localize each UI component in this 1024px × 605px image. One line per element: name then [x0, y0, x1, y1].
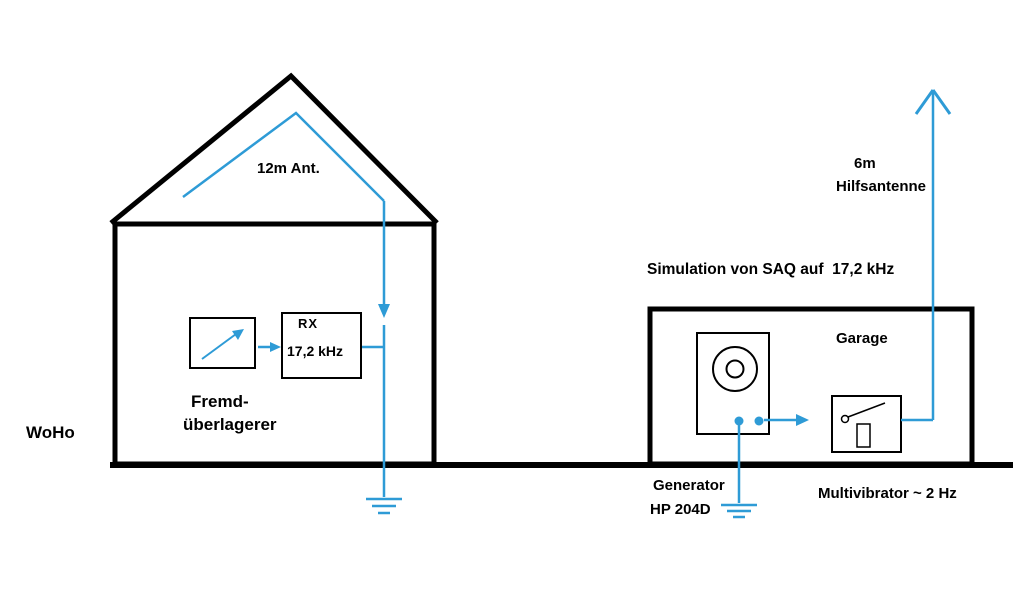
fremd-label-line2: überlagerer — [183, 415, 277, 434]
rx-box — [281, 312, 362, 379]
antenna-wire-12m — [182, 111, 385, 202]
house-roof — [109, 72, 439, 225]
generator-label-line2: HP 204D — [650, 501, 711, 518]
woho-label: WoHo — [26, 423, 75, 442]
meter-box — [189, 317, 256, 369]
rx-label: RX — [298, 316, 319, 331]
earth-ground-symbol-house — [366, 497, 402, 515]
multivibrator-outline — [831, 395, 902, 453]
aux-antenna-wire — [901, 92, 935, 422]
switch-lever-icon — [847, 402, 886, 418]
meter-needle-arrow — [201, 329, 244, 360]
house — [109, 72, 439, 467]
multivibrator-box — [831, 395, 902, 453]
generator-box — [696, 332, 770, 435]
earth-ground-symbol-garage — [721, 425, 757, 519]
switch-pivot-icon — [840, 414, 850, 424]
generator-dial-inner — [725, 359, 745, 379]
simulation-title: Simulation von SAQ auf 17,2 kHz — [647, 261, 895, 278]
aux-antenna-icon — [914, 89, 952, 115]
component-rect-icon — [856, 423, 871, 448]
fremd-label-line1: Fremd- — [191, 392, 249, 411]
generator-dial-outer — [712, 346, 758, 392]
aux-antenna-label-line2: Hilfsantenne — [836, 178, 927, 195]
garage-label: Garage — [836, 330, 888, 347]
aux-antenna-label-line1: 6m — [854, 155, 876, 172]
multivibrator-label: Multivibrator ~ 2 Hz — [818, 485, 957, 502]
antenna-12m-label: 12m Ant. — [257, 160, 320, 177]
generator-to-multivibrator-arrow — [764, 414, 809, 426]
arrow-down-icon — [378, 304, 390, 318]
generator-terminal-dot — [754, 416, 764, 426]
antenna-feed-arrow — [378, 201, 390, 318]
generator-outline — [696, 332, 770, 435]
rx-frequency-label: 17,2 kHz — [287, 343, 344, 359]
generator-terminal-dot — [734, 416, 744, 426]
meter-to-rx-arrow — [258, 342, 281, 352]
generator-label-line1: Generator — [653, 477, 725, 494]
garage-wall — [647, 306, 975, 467]
